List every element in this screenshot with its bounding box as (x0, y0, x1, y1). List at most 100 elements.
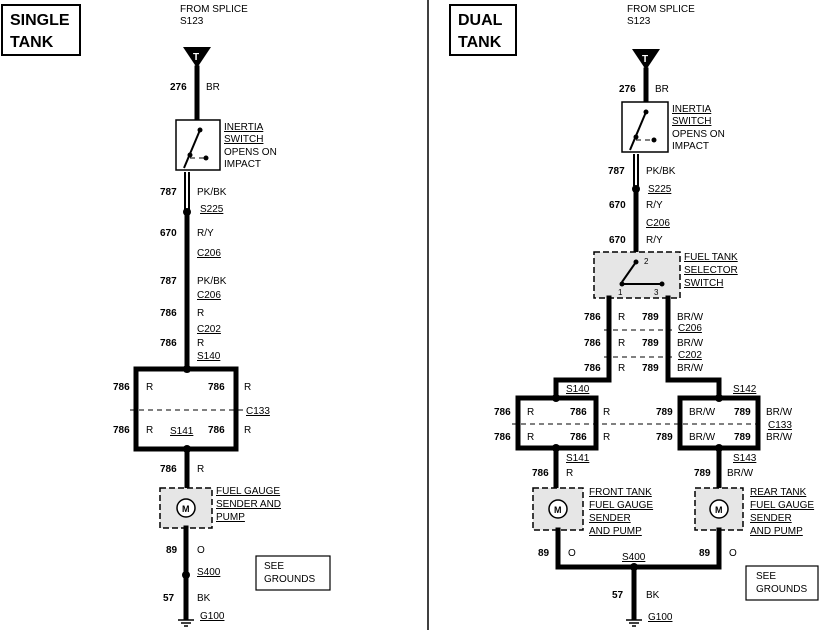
see-grounds-label: GROUNDS (264, 574, 315, 585)
inertia-switch (175, 119, 221, 171)
inertia-switch-note: IMPACT (672, 141, 709, 152)
wire-number: 786 (208, 382, 225, 393)
switch-pin: 2 (644, 257, 649, 266)
from-splice-label: FROM SPLICE (180, 4, 248, 15)
wire-number: 786 (494, 407, 511, 418)
ground-label: G100 (200, 611, 225, 622)
wire-color: O (568, 548, 576, 559)
see-grounds-box (255, 555, 331, 591)
selector-switch-label: SELECTOR (684, 265, 738, 276)
selector-switch-label: SWITCH (684, 278, 723, 289)
wire-number: 789 (642, 312, 659, 323)
wire-number: 787 (160, 276, 177, 287)
wire-color: BR/W (677, 312, 704, 323)
switch-pin: 3 (654, 288, 659, 297)
wire-color: O (729, 548, 737, 559)
wire-color: BR/W (689, 407, 716, 418)
connector-label: C133 (768, 420, 792, 431)
wire-color: R (527, 407, 534, 418)
fuel-tank-selector-switch (593, 251, 681, 299)
splice-label: S400 (197, 567, 221, 578)
splice-loop (133, 366, 239, 452)
wire-color: R (244, 425, 251, 436)
wire-color: BR/W (689, 432, 716, 443)
wire-color: BK (197, 593, 211, 604)
wire-number: 786 (160, 338, 177, 349)
splice-s142 (715, 394, 723, 402)
single-tank-title: SINGLE (10, 12, 70, 29)
wire-color: R (197, 308, 204, 319)
splice-label: S400 (622, 552, 646, 563)
wire-color: R (244, 382, 251, 393)
wire-number: 789 (734, 432, 751, 443)
wire-number: 57 (163, 593, 175, 604)
splice-label: S140 (197, 351, 221, 362)
inertia-switch (621, 101, 669, 153)
wire-color: R (197, 464, 204, 475)
wire-number: 276 (170, 82, 187, 93)
wire-number: 786 (570, 432, 587, 443)
single-tank-title: TANK (10, 34, 54, 51)
wire-color: R (603, 432, 610, 443)
motor-icon (176, 498, 196, 518)
wire-number: 786 (160, 308, 177, 319)
wire-number: 786 (494, 432, 511, 443)
component-label: AND PUMP (589, 526, 642, 537)
wire-number: 276 (619, 84, 636, 95)
wire-number: 789 (694, 468, 711, 479)
wire-color: BK (646, 590, 660, 601)
wire-number: 786 (113, 382, 130, 393)
wire-color: BR/W (766, 432, 793, 443)
wire-number: 670 (609, 235, 626, 246)
wire-number: 786 (113, 425, 130, 436)
ground-icon (178, 619, 194, 627)
wire-color: R/Y (197, 228, 214, 239)
from-splice-label: S123 (627, 16, 651, 27)
wire-color: R (618, 363, 625, 374)
component-label: SENDER AND (216, 499, 281, 510)
wire-color: R/Y (646, 235, 663, 246)
splice-label: S141 (170, 426, 194, 437)
dual-tank-title-box (449, 4, 517, 56)
ground-icon (626, 619, 642, 627)
wire-color: BR (206, 82, 220, 93)
motor-icon (709, 499, 729, 519)
terminal-t-symbol (183, 47, 211, 68)
wire-color: PK/BK (646, 166, 676, 177)
terminal-t-label: T (193, 52, 199, 63)
connector-label: C206 (678, 323, 702, 334)
inertia-switch-note: OPENS ON (224, 147, 277, 158)
motor-icon (548, 499, 568, 519)
connector-label: C206 (646, 218, 670, 229)
wire-color: R/Y (646, 200, 663, 211)
component-label: PUMP (216, 512, 245, 523)
connector-label: C202 (197, 324, 221, 335)
switch-pin: 1 (618, 288, 623, 297)
wire-number: 786 (532, 468, 549, 479)
inertia-switch-note: IMPACT (224, 159, 261, 170)
wire-number: 786 (570, 407, 587, 418)
connector-label: C206 (197, 248, 221, 259)
component-label: SENDER (750, 513, 792, 524)
inertia-switch-label: INERTIA (672, 104, 712, 115)
wire-color: R (603, 407, 610, 418)
splice-label: S225 (648, 184, 672, 195)
wire-color: BR/W (677, 363, 704, 374)
see-grounds-label: SEE (756, 571, 776, 582)
wire-number: 787 (608, 166, 625, 177)
single-tank-title-box (1, 4, 81, 56)
dual-tank-title: TANK (458, 34, 502, 51)
wire-number: 786 (208, 425, 225, 436)
wire-number: 670 (160, 228, 177, 239)
wire-number: 786 (160, 464, 177, 475)
from-splice-label: S123 (180, 16, 204, 27)
wire-number: 789 (656, 407, 673, 418)
ground-label: G100 (648, 612, 673, 623)
wire-color: O (197, 545, 205, 556)
wire-color: R (146, 425, 153, 436)
inertia-switch-label: SWITCH (672, 116, 711, 127)
terminal-t-label: T (642, 54, 648, 65)
inertia-switch-note: OPENS ON (672, 129, 725, 140)
wire-color: R (197, 338, 204, 349)
